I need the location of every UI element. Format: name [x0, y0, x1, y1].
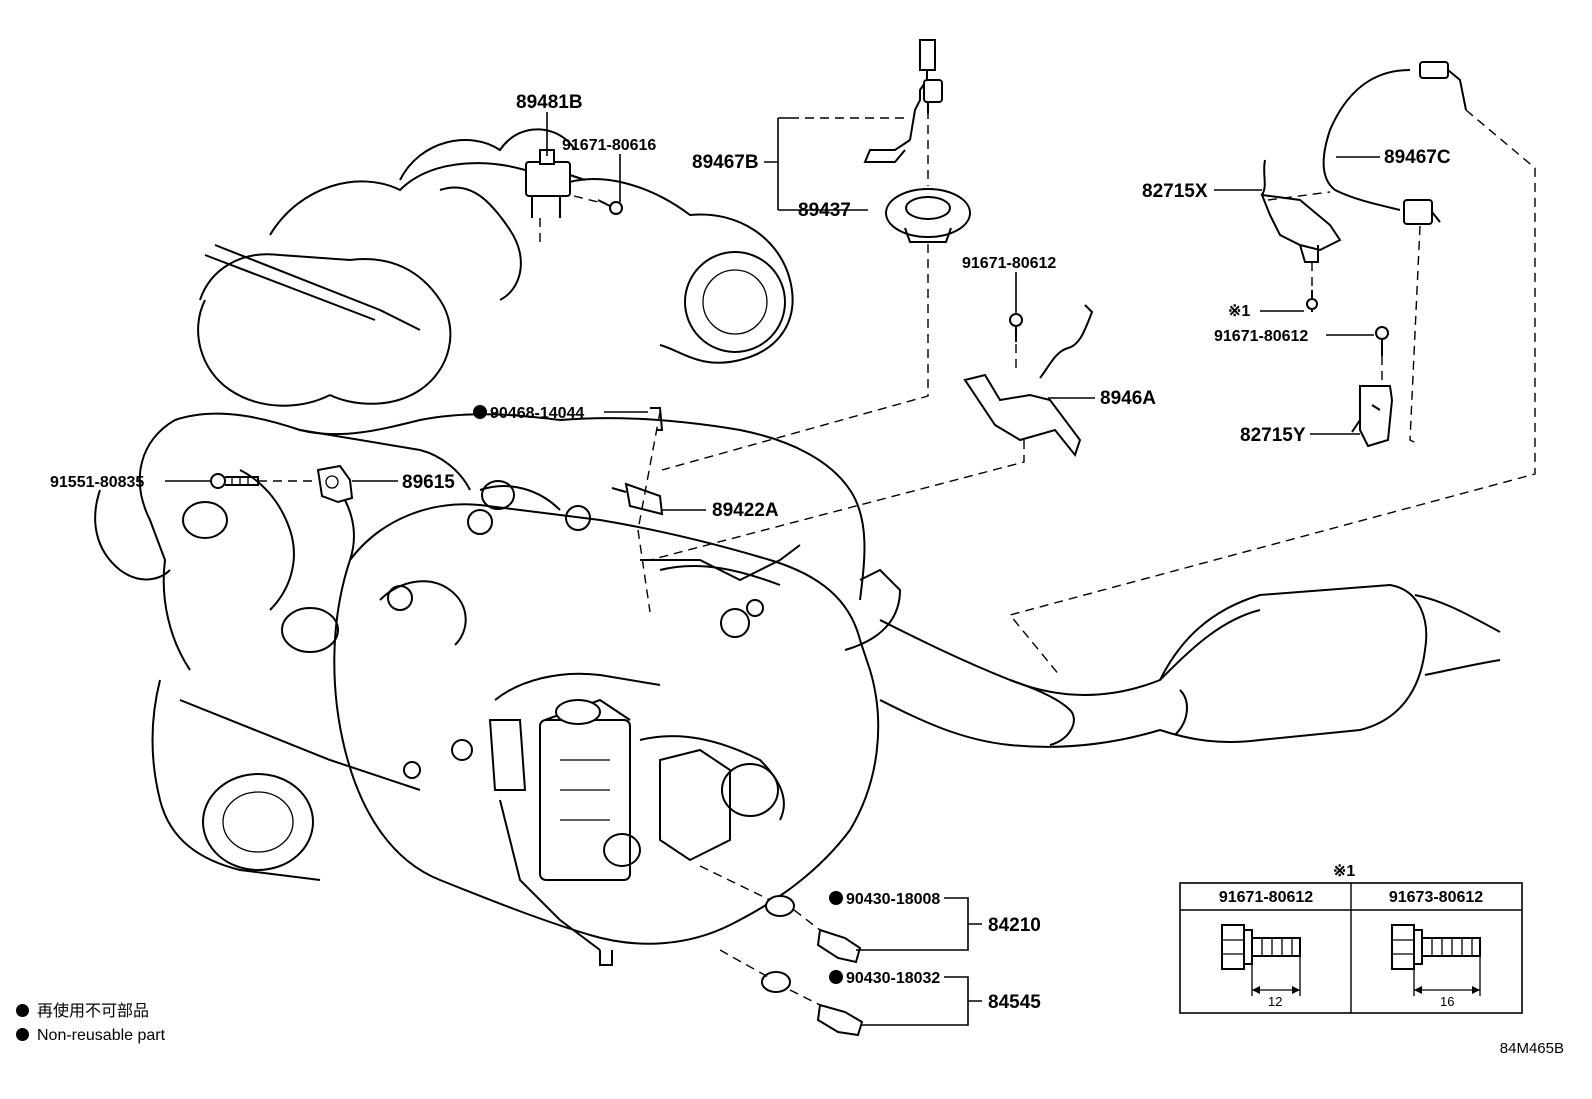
- bolt-91671-80612-drawing: 12: [1221, 924, 1301, 1009]
- part-89481B-drawing: [525, 149, 586, 218]
- part-89467B-drawing: [863, 39, 943, 163]
- non-reusable-dot-icon: [16, 1004, 29, 1017]
- label-89422A: 89422A: [712, 500, 779, 521]
- part-89422A-drawing: [611, 482, 664, 516]
- bolt1-length: 12: [1268, 994, 1282, 1009]
- label-84545: 84545: [988, 992, 1041, 1013]
- part-84545-drawing: [761, 971, 864, 1037]
- leader-lines: [165, 112, 1380, 1026]
- part-82715X-drawing: [1260, 159, 1342, 263]
- non-reusable-dot-90430-18032: [829, 970, 843, 984]
- label-91551-80835: 91551-80835: [50, 474, 144, 491]
- part-89615-drawing: [316, 464, 354, 504]
- bolt-91673-80612-drawing: 16: [1391, 924, 1481, 1009]
- part-91671-80616-drawing: [597, 199, 623, 215]
- part-91671-80612-right-drawing: [1375, 326, 1389, 356]
- label-89481B: 89481B: [516, 92, 583, 113]
- exhaust-pipe: [879, 583, 1501, 748]
- table-col2-part: 91673-80612: [1389, 889, 1483, 906]
- label-90468-14044: 90468-14044: [490, 405, 584, 422]
- transaxle-assembly: [333, 503, 902, 966]
- label-91671-80616: 91671-80616: [562, 137, 656, 154]
- label-8946A: 8946A: [1100, 388, 1156, 409]
- table-note-mark: ※1: [1333, 863, 1355, 880]
- label-89615: 89615: [402, 472, 455, 493]
- legend-row-en: Non-reusable part: [16, 1024, 165, 1048]
- part-91551-80835-drawing: [210, 473, 259, 489]
- table-col1-part: 91671-80612: [1219, 889, 1313, 906]
- label-91671-80612-right: 91671-80612: [1214, 328, 1308, 345]
- non-reusable-dot-90468: [473, 405, 487, 419]
- label-90430-18008: 90430-18008: [846, 891, 940, 908]
- label-82715X: 82715X: [1142, 181, 1208, 202]
- assembly-dashed-lines: [258, 109, 1536, 1006]
- diagram-code: 84M465B: [1499, 1040, 1564, 1057]
- bolt-reference-table: ※1 91671-80612 91673-80612 12 16: [1179, 863, 1523, 1014]
- part-84210-drawing: [765, 895, 862, 964]
- label-90430-18032: 90430-18032: [846, 970, 940, 987]
- part-89437-drawing: [885, 188, 971, 243]
- part-labels: 89481B 91671-80616 89467B 89437 89467C 8…: [50, 92, 1451, 1013]
- label-note-bolt: ※1: [1228, 303, 1250, 320]
- label-84210: 84210: [988, 915, 1041, 936]
- part-8946A-drawing: [963, 304, 1094, 458]
- part-90468-14044-drawing: [650, 407, 664, 431]
- legend: 再使用不可部品 Non-reusable part: [16, 1000, 165, 1048]
- legend-text-ja: 再使用不可部品: [37, 1003, 150, 1020]
- part-note-bolt-drawing: [1306, 290, 1318, 312]
- non-reusable-dot-90430-18008: [829, 891, 843, 905]
- part-82715Y-drawing: [1351, 385, 1394, 448]
- label-89467C: 89467C: [1384, 147, 1451, 168]
- non-reusable-dot-icon: [16, 1028, 29, 1041]
- legend-text-en: Non-reusable part: [37, 1027, 166, 1044]
- label-91671-80612-center: 91671-80612: [962, 255, 1056, 272]
- bolt2-length: 16: [1440, 994, 1454, 1009]
- label-89467B: 89467B: [692, 152, 759, 173]
- label-82715Y: 82715Y: [1240, 425, 1306, 446]
- part-89467C-drawing: [1322, 61, 1467, 225]
- legend-row-ja: 再使用不可部品: [16, 1000, 165, 1024]
- part-91671-80612-center-drawing: [1009, 313, 1023, 342]
- label-89437: 89437: [798, 200, 851, 221]
